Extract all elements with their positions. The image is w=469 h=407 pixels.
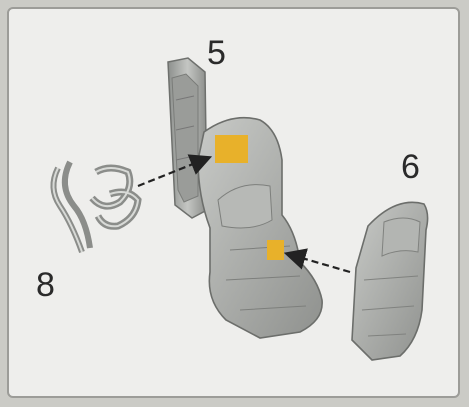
exhaust-pipe-part-icon [53, 162, 138, 252]
part-label-6: 6 [401, 150, 420, 184]
highlight-patch-lower [267, 240, 284, 260]
highlight-patch-upper [215, 135, 248, 163]
part-label-5: 5 [207, 36, 226, 70]
part-label-8: 8 [36, 268, 55, 302]
shield-cover-part-icon [352, 202, 428, 360]
leg-body-assembly-icon [198, 118, 322, 338]
